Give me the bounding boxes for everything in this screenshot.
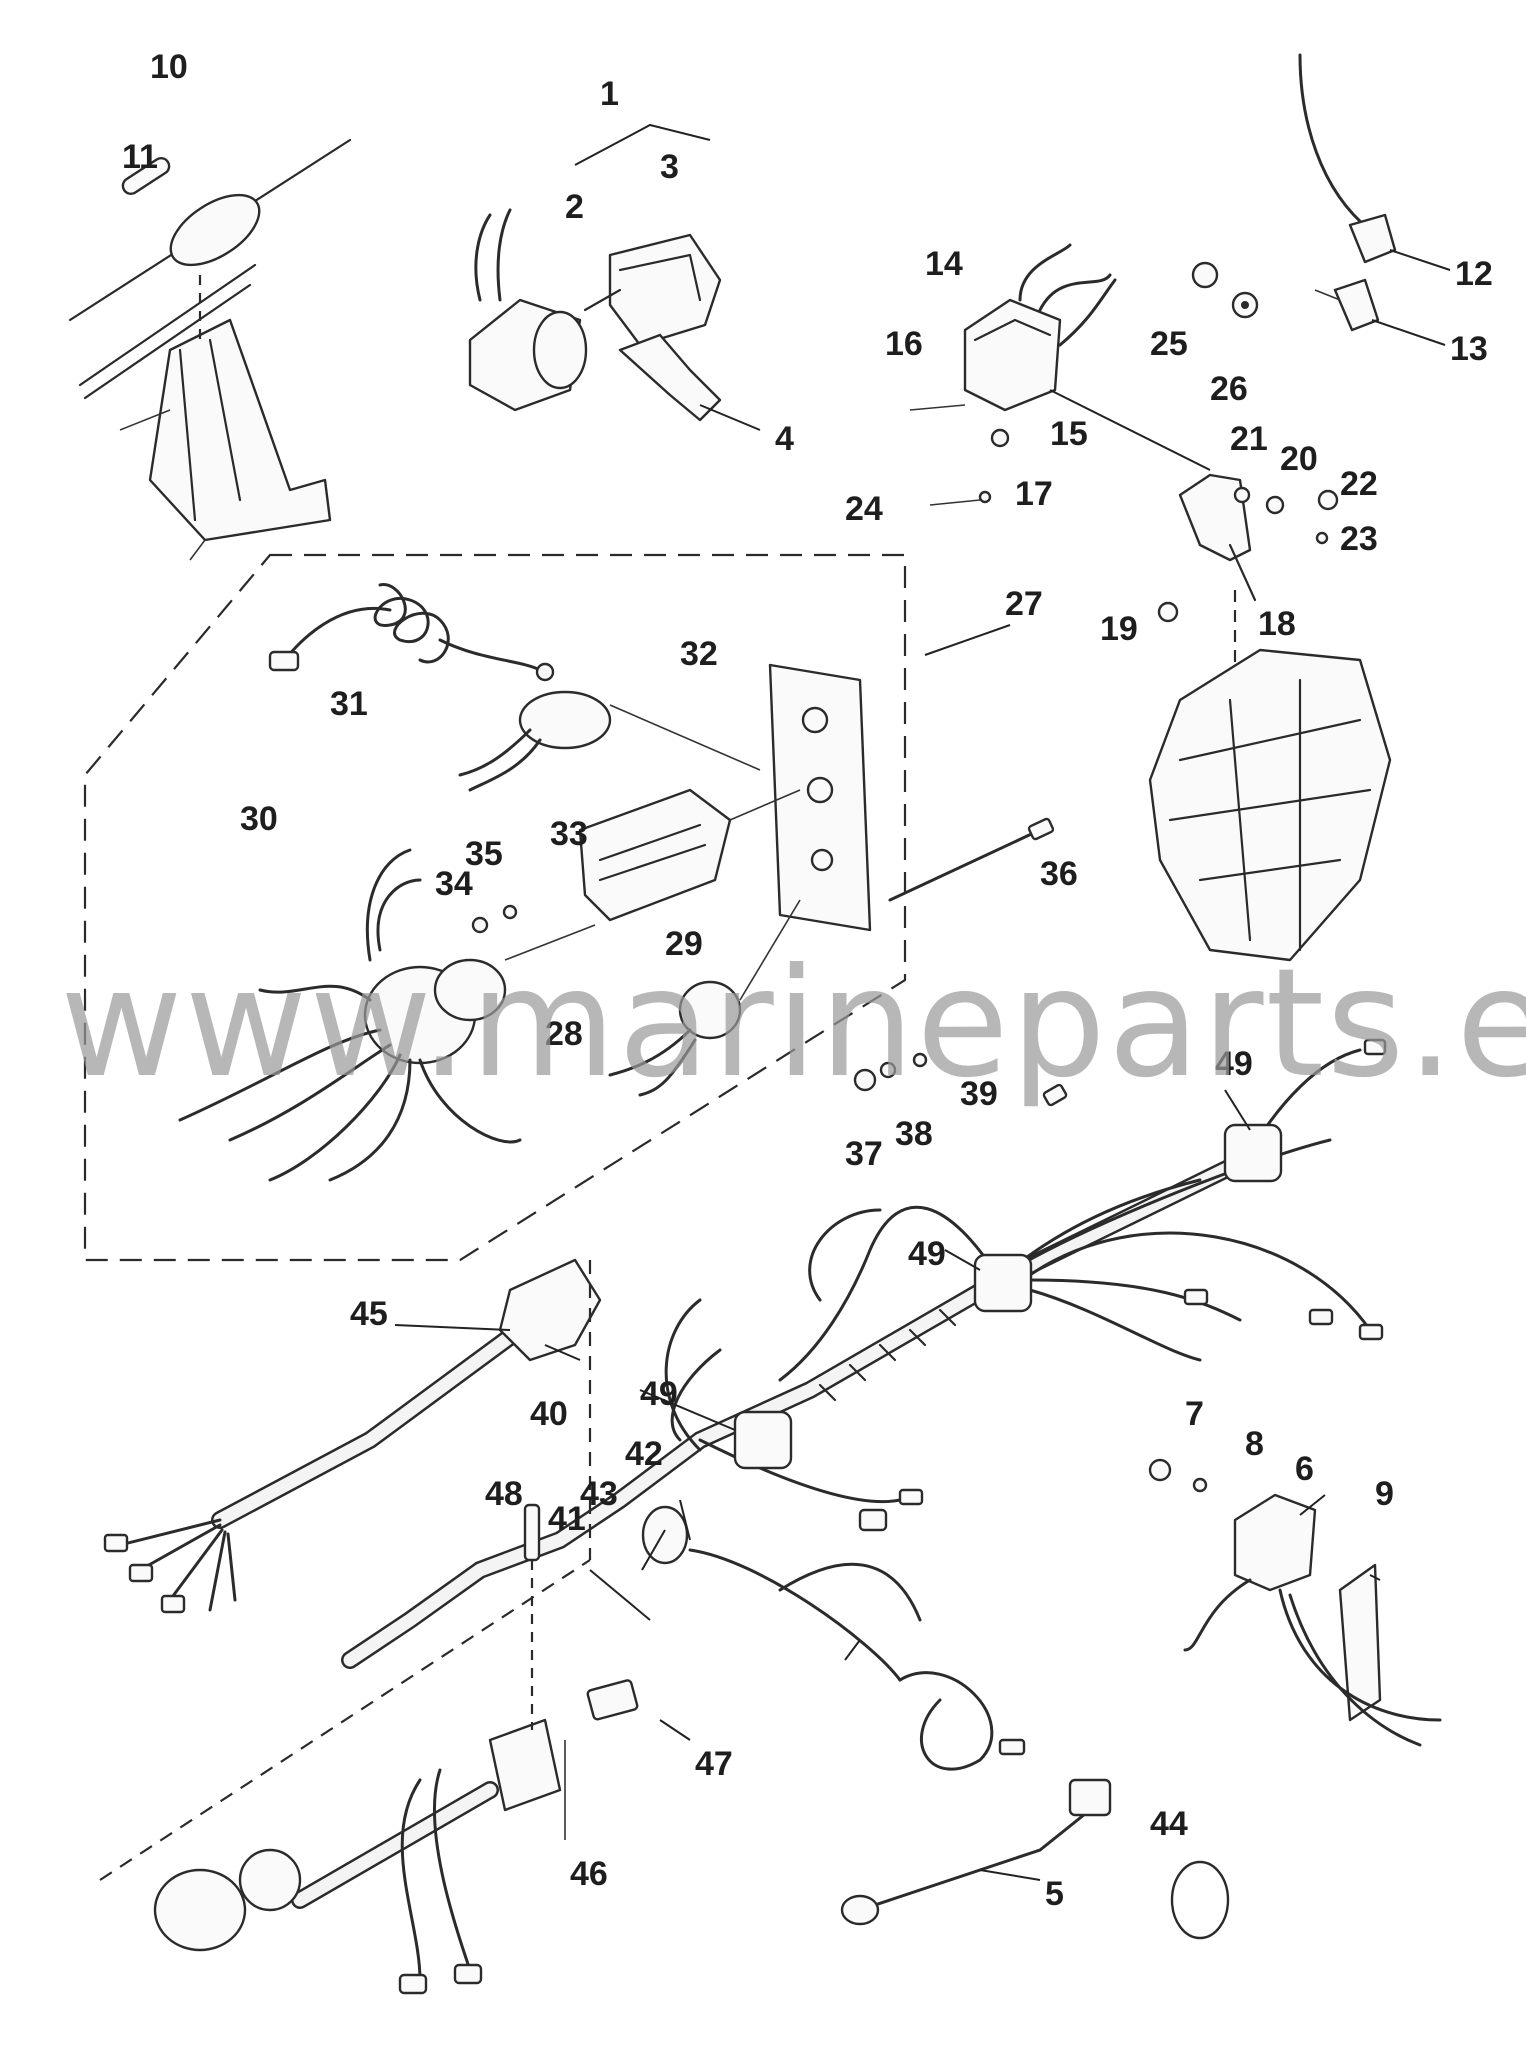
callout-23: 23 [1340,520,1378,558]
ground-screw [853,1052,928,1092]
callout-37: 37 [845,1135,883,1173]
callout-38: 38 [895,1115,933,1153]
mounting-bracket [119,318,332,561]
callout-45: 45 [350,1295,388,1333]
rectifier-assembly [1148,1458,1442,1747]
pan-screw-washer [471,904,518,934]
callout-29: 29 [665,925,703,963]
callout-49-c: 49 [640,1375,678,1413]
callout-4: 4 [775,420,794,458]
callout-36: 36 [1040,855,1078,893]
callout-19: 19 [1100,610,1138,648]
harness-clamp [488,1503,639,1840]
callout-labels: 1 2 3 4 5 6 7 8 9 10 11 12 13 14 15 16 1… [122,48,1493,1913]
callout-46: 46 [570,1855,608,1893]
callout-30: 30 [240,800,278,838]
callout-14: 14 [925,245,963,283]
o-ring [1170,1860,1230,1940]
callout-31: 31 [330,685,368,723]
callout-32: 32 [680,635,718,673]
callout-21: 21 [1230,420,1268,458]
callout-34: 34 [435,865,473,903]
lanyard-coil [268,583,555,682]
callout-48: 48 [485,1475,523,1513]
callout-2: 2 [565,188,584,226]
callout-43: 43 [580,1475,618,1513]
watermark-text: www.marineparts.eu [60,937,1526,1111]
callout-3: 3 [660,148,679,186]
callout-35: 35 [465,835,503,873]
stop-switch [458,690,761,792]
ignition-switch [178,848,596,1182]
callout-49-a: 49 [1215,1045,1253,1083]
callout-22: 22 [1340,465,1378,503]
main-connector [153,1768,499,1995]
panel-kit-boundary [83,553,907,1262]
battery-cable [840,1778,1112,1926]
engine-block [1148,648,1392,962]
key-switch-housing [578,788,801,922]
callout-44: 44 [1150,1805,1188,1843]
callout-24: 24 [845,490,883,528]
callout-11: 11 [122,138,158,176]
fuse-holder-assembly [68,138,352,400]
trim-harness [103,1258,602,1614]
wire-terminal [888,817,1055,902]
callout-17: 17 [1015,475,1053,513]
callout-42: 42 [625,1435,663,1473]
callout-27: 27 [1005,585,1043,623]
panel-plate [768,663,872,932]
small-fasteners [929,428,1339,545]
leaders [394,1089,1381,1881]
lower-branch [688,1508,1026,1771]
callout-5: 5 [1045,1875,1064,1913]
callout-47: 47 [695,1745,733,1783]
callout-49-b: 49 [908,1235,946,1273]
callout-6: 6 [1295,1450,1314,1488]
callout-26: 26 [1210,370,1248,408]
callout-41: 41 [548,1500,586,1538]
choke-button [608,899,801,1097]
callout-39: 39 [960,1075,998,1113]
callout-28: 28 [545,1015,583,1053]
callout-9: 9 [1375,1475,1394,1513]
callout-7: 7 [1185,1395,1204,1433]
callout-10: 10 [150,48,188,86]
relay-assembly [909,243,1211,471]
callout-1: 1 [600,75,619,113]
callout-20: 20 [1280,440,1318,478]
callout-13: 13 [1450,330,1488,368]
callout-15: 15 [1050,415,1088,453]
callout-18: 18 [1258,605,1296,643]
temp-switch [1298,53,1451,346]
solenoid-assembly [468,208,761,431]
bolt-washer [1191,261,1259,319]
callout-33: 33 [550,815,588,853]
callout-40: 40 [530,1395,568,1433]
callout-12: 12 [1455,255,1493,293]
callout-16: 16 [885,325,923,363]
callout-8: 8 [1245,1425,1264,1463]
callout-25: 25 [1150,325,1188,363]
